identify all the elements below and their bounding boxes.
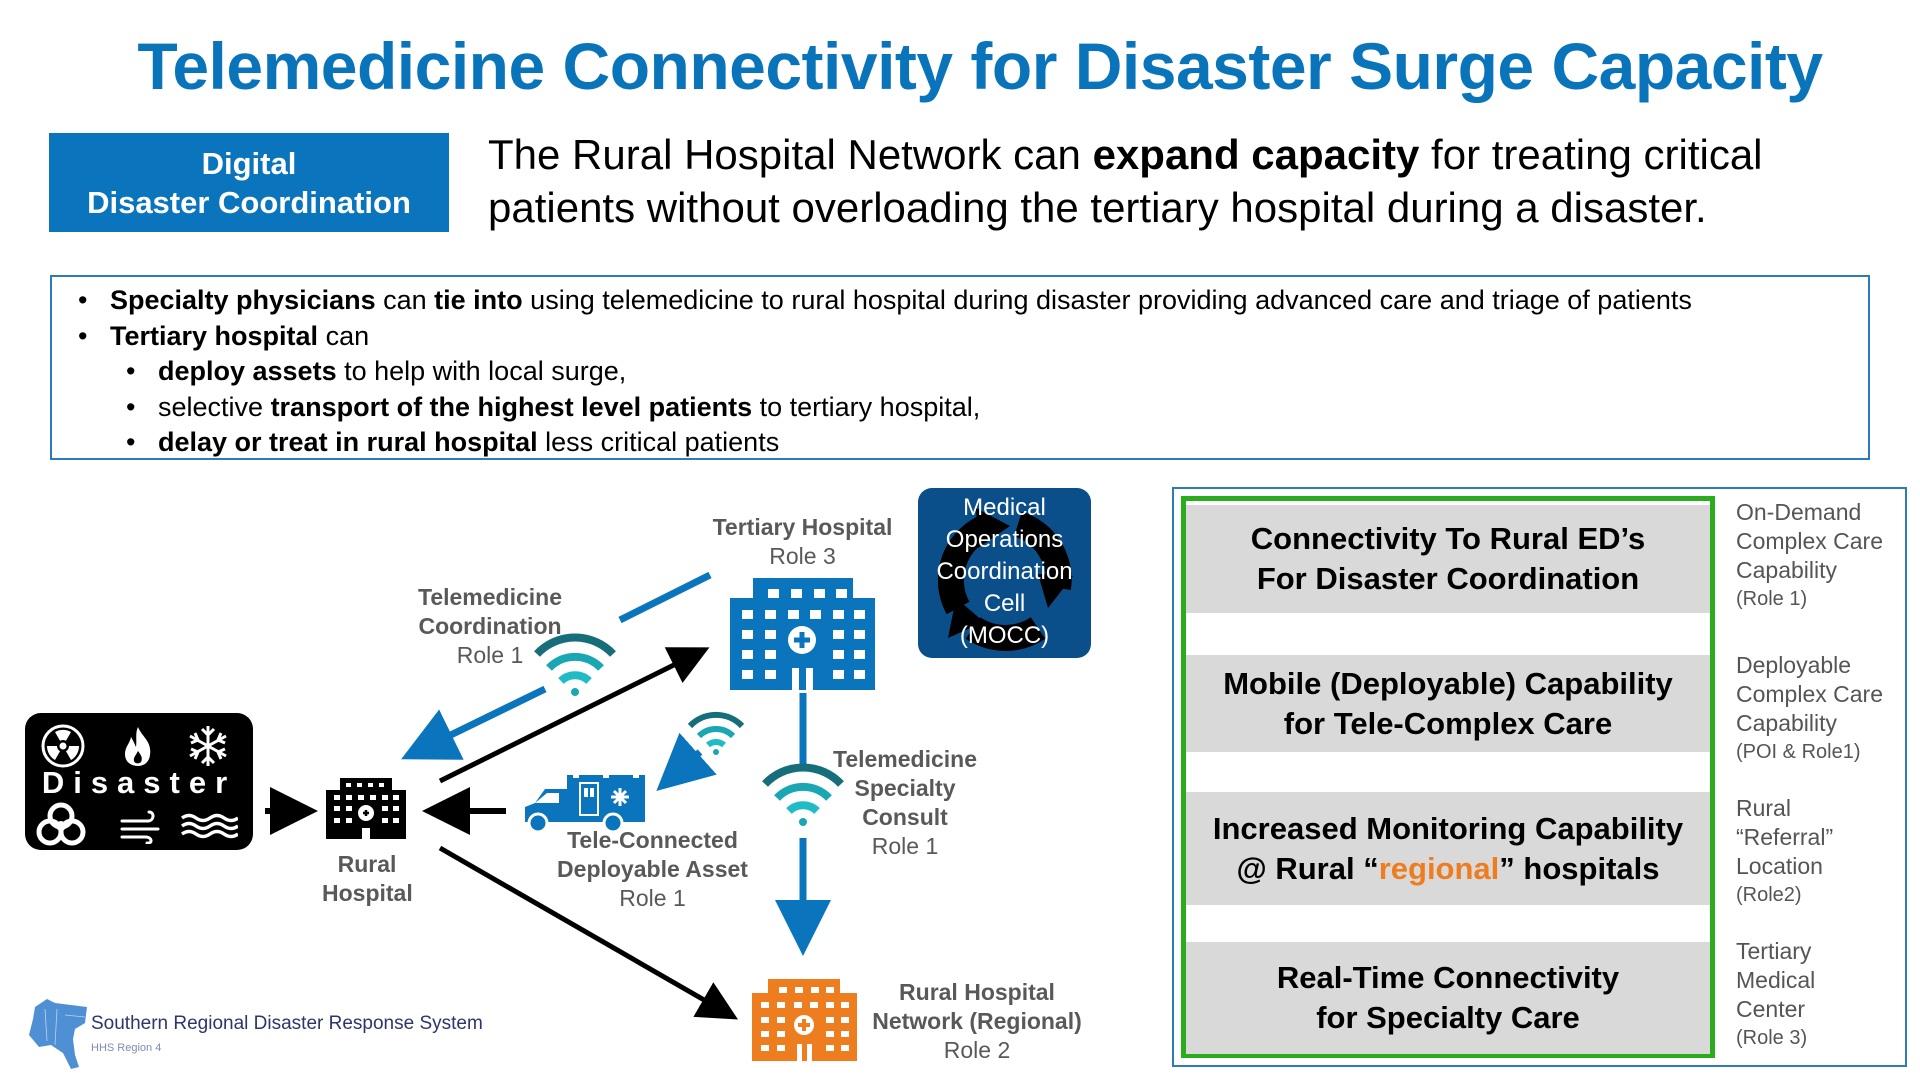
telemed-link-upper xyxy=(618,571,712,624)
capability-side-note: Tertiary Medical Center (Role 3) xyxy=(1736,938,1816,1049)
lead-post: for treating critical patients without o… xyxy=(488,131,1763,231)
bullet-item: Specialty physicians can tie into using … xyxy=(78,283,1868,319)
lead-statement: The Rural Hospital Network can expand ca… xyxy=(488,128,1908,234)
capability-row: Mobile (Deployable) Capability for Tele-… xyxy=(1186,655,1710,752)
wind-icon xyxy=(120,810,160,844)
regional-network-label: Rural Hospital Network (Regional) Role 2 xyxy=(872,979,1082,1063)
bullet-item: selective transport of the highest level… xyxy=(126,390,1868,426)
capability-side-note: Deployable Complex Care Capability (POI … xyxy=(1736,652,1883,763)
tertiary-hospital-label: Tertiary Hospital Role 3 xyxy=(712,514,893,569)
bullet-item: deploy assets to help with local surge, xyxy=(126,354,1868,390)
section-tag-line2: Disaster Coordination xyxy=(87,184,411,220)
bullet-item: delay or treat in rural hospital less cr… xyxy=(126,425,1868,461)
wifi-icon xyxy=(534,633,616,696)
disaster-label: Disaster xyxy=(41,765,237,800)
rural-hospital-icon xyxy=(326,778,406,839)
telemed-coordination-label: Telemedicine Coordination Role 1 xyxy=(417,584,563,668)
capability-panel xyxy=(1172,487,1907,1067)
lead-pre: The Rural Hospital Network can xyxy=(488,131,1093,178)
mocc-label-line: Medical xyxy=(963,494,1046,521)
specialty-consult-label: Telemedicine Specialty Consult Role 1 xyxy=(832,746,978,859)
ambulance-icon xyxy=(525,775,645,834)
flood-icon xyxy=(180,813,238,839)
rural-hospital-label: Rural Hospital xyxy=(322,851,413,906)
southeast-map-logo xyxy=(29,999,87,1069)
cycle-arrows-icon xyxy=(937,508,1073,651)
deployable-asset-label: Tele-Connected Deployable Asset Role 1 xyxy=(557,827,748,911)
mocc-label-line: (MOCC) xyxy=(959,622,1050,649)
bullet-item: Tertiary hospital can xyxy=(78,319,1868,355)
capability-row: Real-Time Connectivity for Specialty Car… xyxy=(1186,942,1710,1054)
arrow-wifi-to-asset xyxy=(656,732,717,791)
arrow-rural-to-regional xyxy=(438,845,739,1020)
section-tag-line1: Digital xyxy=(201,145,297,181)
fire-icon xyxy=(125,727,151,766)
page-title: Telemedicine Connectivity for Disaster S… xyxy=(137,29,1823,103)
capability-side-note: Rural “Referral” Location (Role2) xyxy=(1736,795,1834,906)
capability-side-note: On-Demand Complex Care Capability (Role … xyxy=(1736,499,1883,610)
section-tag: Digital Disaster Coordination xyxy=(49,133,449,232)
capability-row: Increased Monitoring Capability @ Rural … xyxy=(1186,792,1710,905)
lead-emphasis: expand capacity xyxy=(1092,131,1420,178)
mocc-label-line: Coordination xyxy=(936,558,1073,585)
regional-highlight: regional xyxy=(1378,850,1500,886)
wifi-icon xyxy=(762,763,844,826)
disaster-box: Disaster xyxy=(25,713,253,850)
tertiary-hospital-icon xyxy=(730,578,875,690)
biohazard-icon xyxy=(36,802,86,846)
capability-row: Connectivity To Rural ED’s For Disaster … xyxy=(1186,505,1710,613)
radiation-icon xyxy=(41,724,85,768)
mocc-label-line: Cell xyxy=(983,590,1026,617)
mocc-label-line: Operations xyxy=(945,526,1064,553)
footer-org-subtitle: HHS Region 4 xyxy=(91,1042,162,1054)
bullet-list: Specialty physicians can tie into using … xyxy=(50,275,1870,460)
footer-org-name: Southern Regional Disaster Response Syst… xyxy=(91,1013,483,1034)
wifi-icon xyxy=(687,711,745,755)
arrow-telemed-to-rural xyxy=(401,685,547,760)
arrow-rural-to-tertiary xyxy=(438,647,710,784)
snowflake-icon xyxy=(189,726,227,766)
regional-hospital-icon xyxy=(752,979,857,1061)
